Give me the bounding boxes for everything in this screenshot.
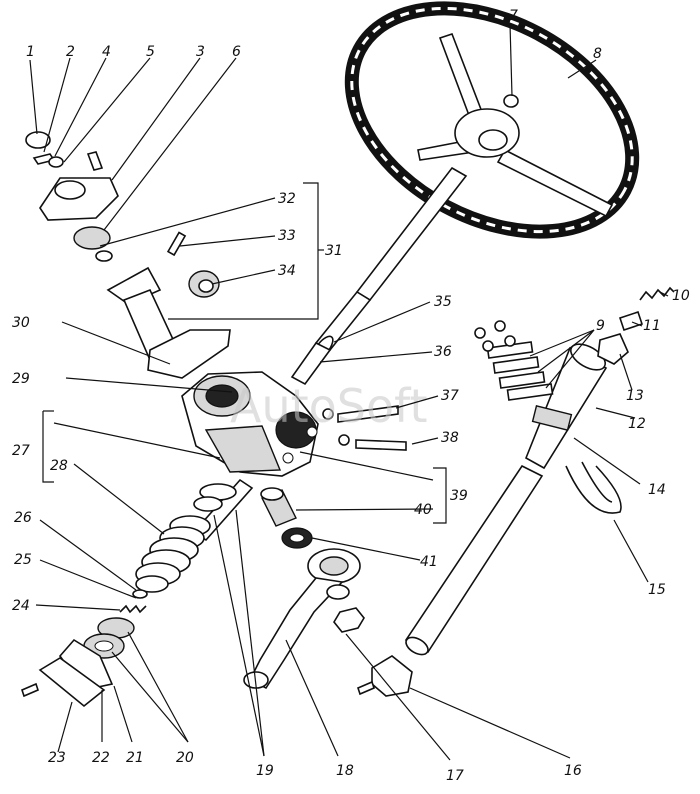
column-tube [404,343,608,656]
label-27: 27 [12,443,30,459]
label-19: 19 [256,763,274,779]
steering-wheel [344,1,640,239]
label-4: 4 [102,44,111,60]
label-8: 8 [593,46,602,62]
spring [639,286,675,301]
column-bracket [531,405,573,431]
label-33: 33 [278,228,296,244]
wheel-nut [503,94,519,108]
clamp [565,461,622,514]
label-26: 26 [14,510,32,526]
bolt [86,151,104,171]
label-16: 16 [564,763,582,779]
pin-33 [166,231,187,257]
label-12: 12 [628,416,646,432]
label-38: 38 [441,430,459,446]
label-11: 11 [643,318,661,334]
bearing-6 [73,226,111,250]
label-23: 23 [48,750,66,766]
bolt-38 [355,439,407,451]
label-24: 24 [12,598,30,614]
label-18: 18 [336,763,354,779]
label-37: 37 [441,388,459,404]
label-13: 13 [626,388,644,404]
label-7: 7 [509,8,518,24]
part-labels: 1 2 4 5 3 6 7 8 32 33 31 34 10 35 9 30 1… [12,8,690,784]
bolt-23 [21,682,39,698]
gear-housing [181,371,319,477]
label-10: 10 [672,288,690,304]
watermark: AutoSoft [230,379,428,433]
spring-24 [119,604,147,614]
label-36: 36 [434,344,452,360]
cup-ring [95,250,113,262]
washer-17a [326,584,350,600]
washer-4 [48,156,64,168]
leader-lines [29,23,669,761]
label-22: 22 [92,750,110,766]
label-39: 39 [450,488,468,504]
label-30: 30 [12,315,30,331]
label-32: 32 [278,191,296,207]
label-28: 28 [50,458,68,474]
label-34: 34 [278,263,296,279]
label-40: 40 [414,502,432,518]
label-17: 17 [446,768,464,784]
label-9: 9 [596,318,605,334]
label-15: 15 [648,582,666,598]
label-14: 14 [648,482,666,498]
bolt-37 [337,405,399,423]
label-3: 3 [196,44,205,60]
clamp-bolt [357,680,375,696]
label-29: 29 [12,371,30,387]
label-21: 21 [126,750,144,766]
label-20: 20 [176,750,194,766]
shims [474,320,554,401]
label-41: 41 [420,554,438,570]
worm-gear-28 [135,515,211,593]
nut-1 [25,131,51,149]
steering-shaft [290,166,468,386]
label-6: 6 [232,44,241,60]
washer-25 [132,589,148,599]
label-31: 31 [325,243,343,259]
nut-17 [333,607,365,633]
label-2: 2 [66,44,75,60]
gasket-plate [38,657,106,708]
label-5: 5 [146,44,155,60]
label-25: 25 [14,552,32,568]
upper-housing [106,266,231,379]
label-1: 1 [26,44,35,60]
grease-fitting [618,310,644,332]
label-35: 35 [434,294,452,310]
